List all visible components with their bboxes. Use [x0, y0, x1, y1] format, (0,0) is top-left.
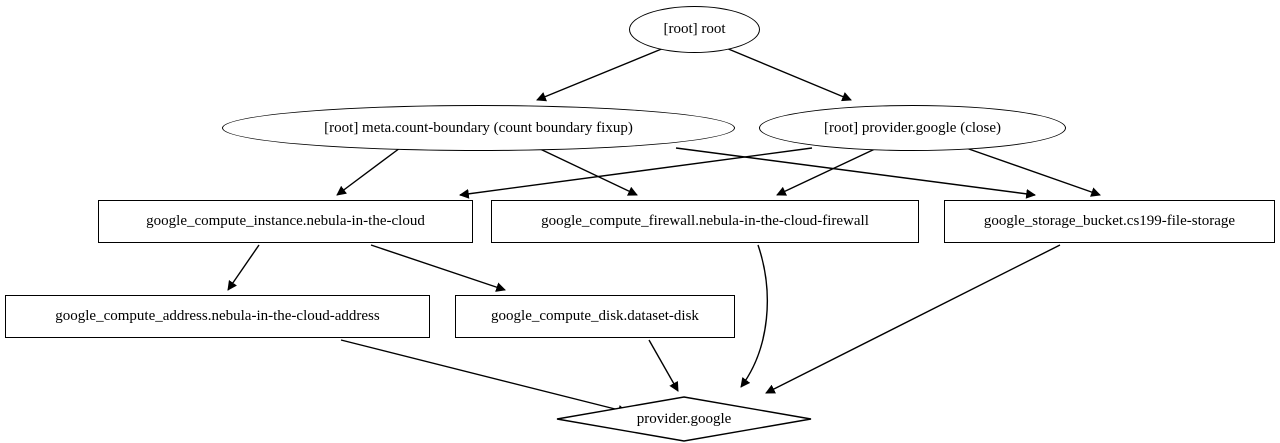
edge-root-to-meta-count-boundary [536, 47, 665, 102]
edge-compute-address-to-provider-google [340, 339, 628, 415]
node-google-compute-address[interactable]: google_compute_address.nebula-in-the-clo… [5, 295, 430, 338]
node-google-storage-bucket-label: google_storage_bucket.cs199-file-storage [983, 213, 1236, 229]
edge-compute-instance-to-compute-disk [370, 244, 506, 292]
node-root-label: [root] root [663, 21, 726, 37]
edge-compute-firewall-to-provider-google [740, 244, 769, 388]
edge-provider-close-to-compute-firewall [776, 147, 878, 196]
node-root[interactable]: [root] root [629, 6, 760, 53]
node-google-compute-disk[interactable]: google_compute_disk.dataset-disk [455, 295, 735, 338]
node-provider-google-label: provider.google [636, 410, 732, 427]
node-google-compute-disk-label: google_compute_disk.dataset-disk [491, 308, 699, 324]
edge-meta-to-compute-firewall [537, 147, 638, 196]
edge-compute-instance-to-compute-address [227, 244, 260, 291]
edge-meta-to-storage-bucket [675, 147, 1036, 199]
edge-compute-disk-to-provider-google [648, 339, 679, 392]
node-google-compute-instance-label: google_compute_instance.nebula-in-the-cl… [146, 213, 425, 229]
node-google-compute-instance[interactable]: google_compute_instance.nebula-in-the-cl… [98, 200, 473, 243]
node-meta-count-boundary[interactable]: [root] meta.count-boundary (count bounda… [222, 105, 735, 151]
edge-meta-to-compute-instance [336, 147, 401, 196]
edge-provider-close-to-compute-instance [459, 147, 813, 199]
edge-root-to-provider-google-close [725, 47, 852, 102]
edge-provider-close-to-storage-bucket [965, 147, 1101, 197]
node-provider-google[interactable]: provider.google [556, 396, 812, 442]
node-provider-google-close[interactable]: [root] provider.google (close) [759, 105, 1066, 151]
node-provider-google-close-label: [root] provider.google (close) [823, 119, 1002, 136]
node-google-compute-address-label: google_compute_address.nebula-in-the-clo… [55, 308, 380, 324]
node-google-compute-firewall-label: google_compute_firewall.nebula-in-the-cl… [541, 213, 869, 229]
node-google-compute-firewall[interactable]: google_compute_firewall.nebula-in-the-cl… [491, 200, 919, 243]
edge-storage-bucket-to-provider-google [765, 244, 1061, 394]
node-meta-count-boundary-label: [root] meta.count-boundary (count bounda… [324, 119, 633, 136]
node-google-storage-bucket[interactable]: google_storage_bucket.cs199-file-storage [944, 200, 1275, 243]
